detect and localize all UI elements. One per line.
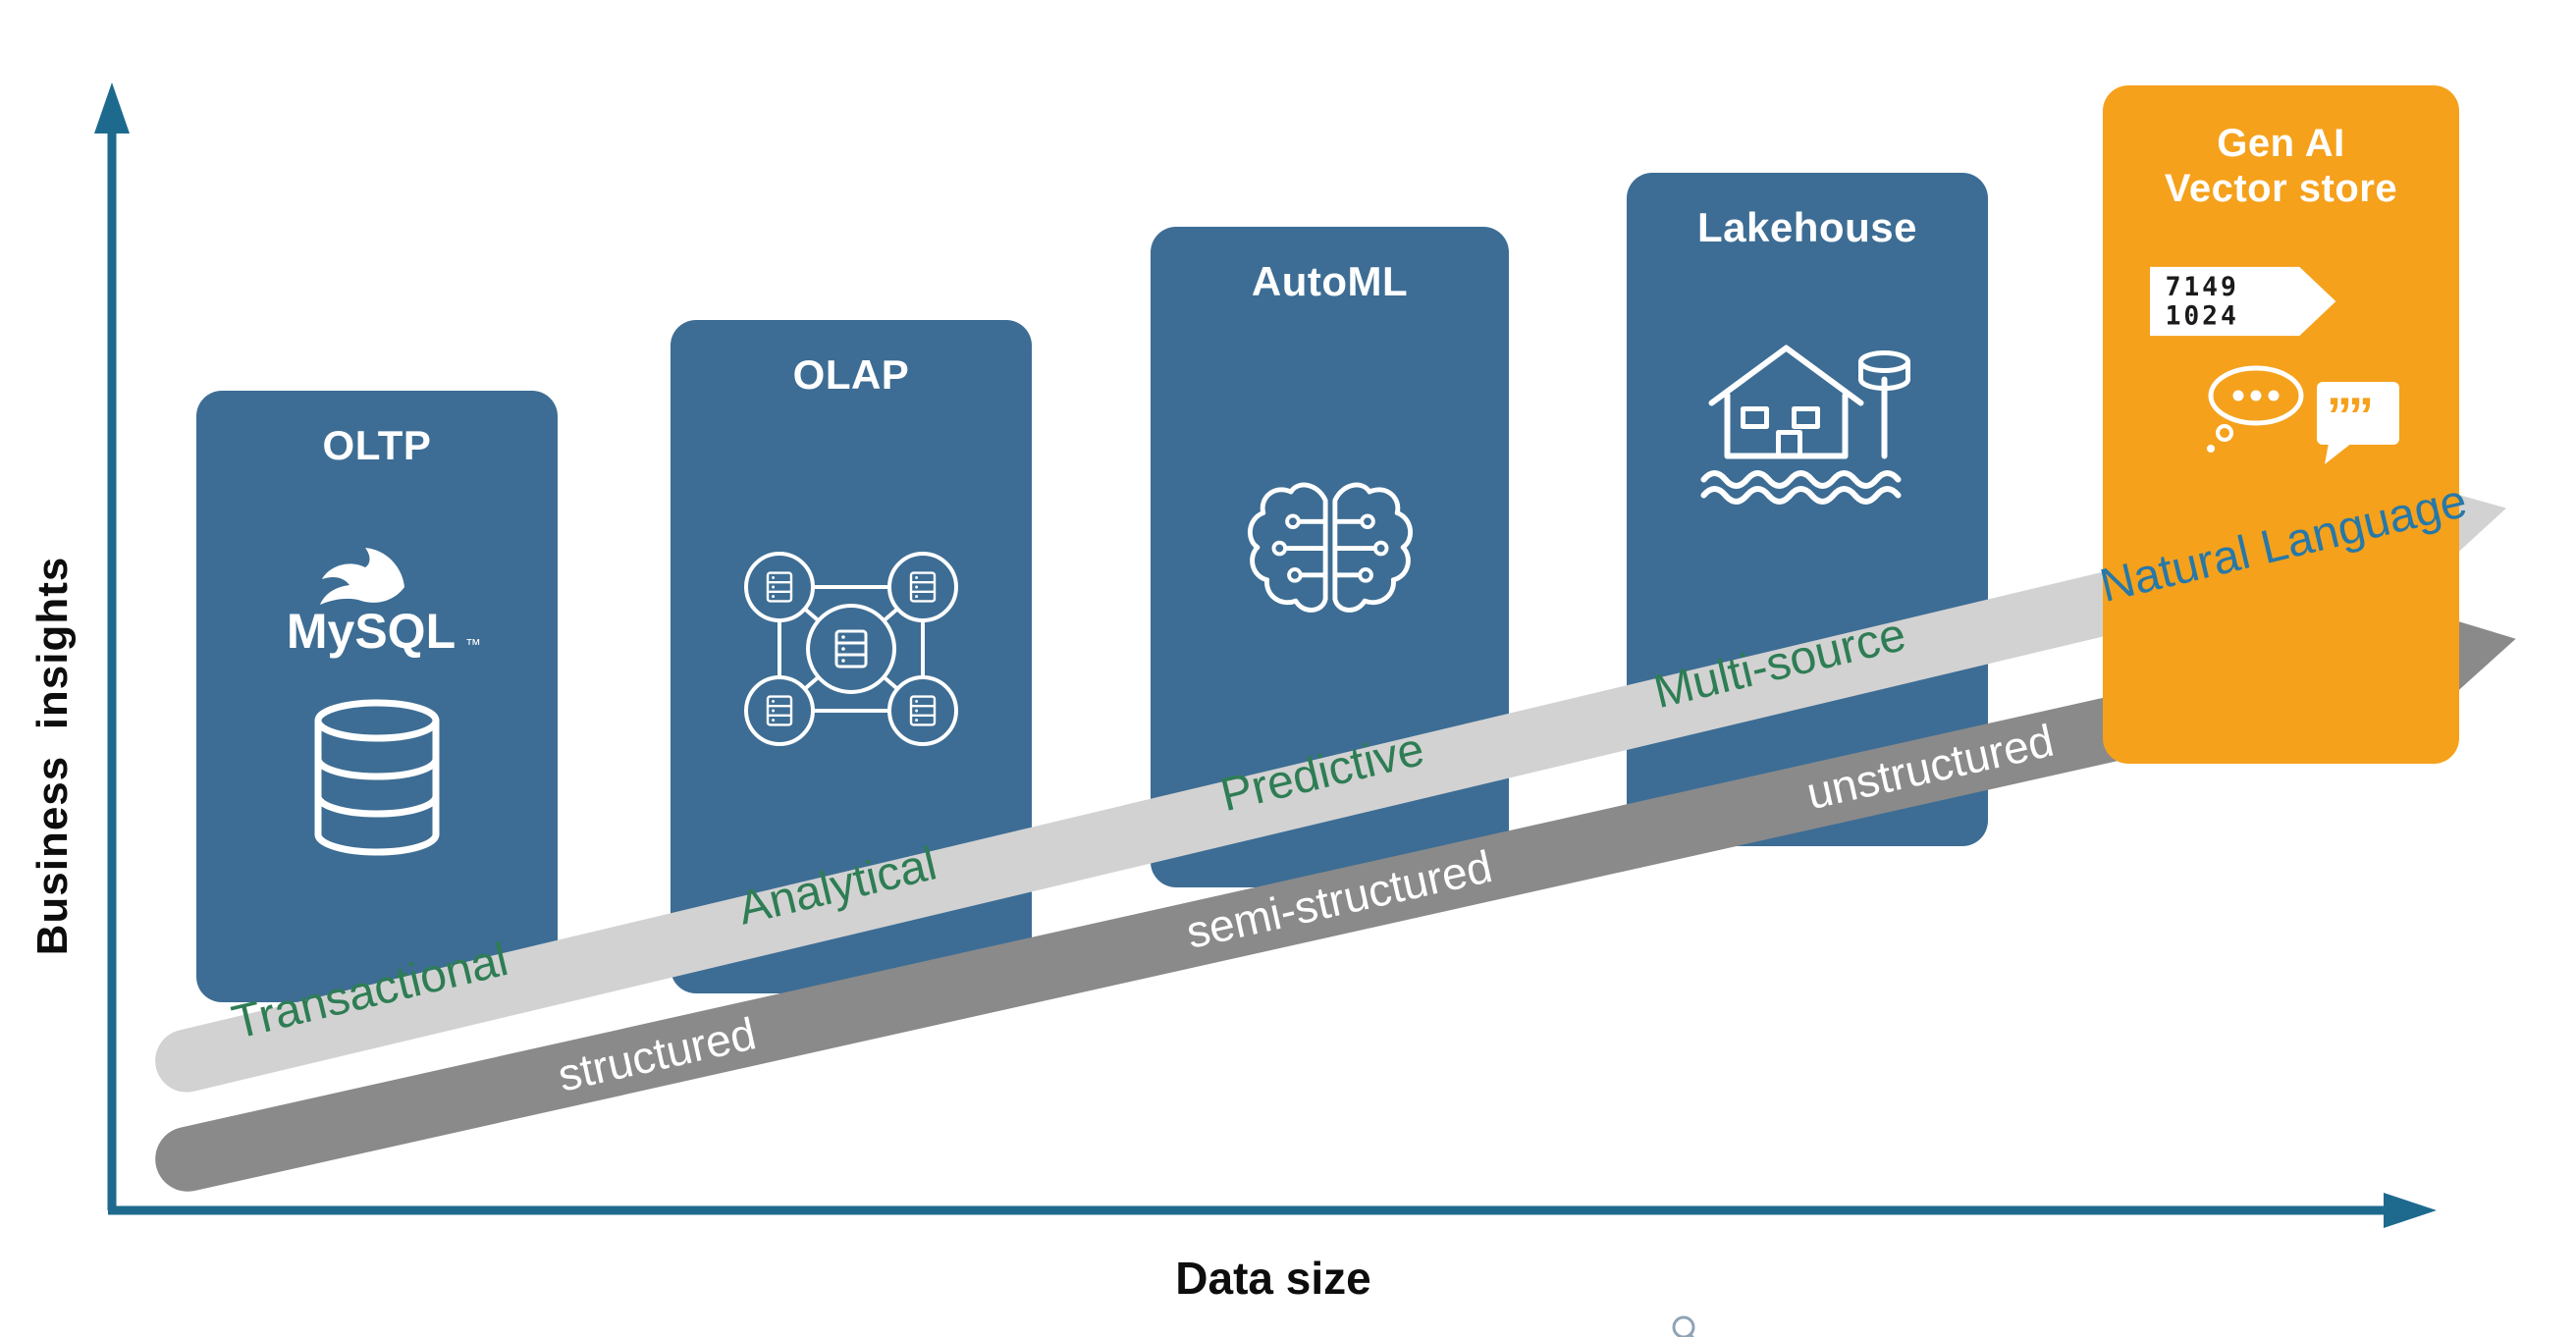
card-genai-title-line2: Vector store — [2164, 167, 2398, 210]
vector-tag-icon: 7149 1024 — [2150, 266, 2336, 337]
structure-label-structured: structured — [553, 1007, 761, 1101]
mysql-trademark: ™ — [465, 637, 481, 654]
y-axis — [94, 82, 130, 1210]
brain-circuit-icon — [1247, 482, 1413, 613]
card-oltp: OLTP MySQL ™ — [196, 391, 558, 1002]
card-genai-title-line1: Gen AI — [2217, 122, 2345, 165]
card-olap-title: OLAP — [792, 351, 910, 398]
server-cluster-icon — [744, 552, 958, 746]
quote-marks: ”” — [2327, 388, 2371, 445]
clipped-magnifier-icon — [1672, 1315, 1695, 1337]
card-oltp-title: OLTP — [322, 422, 432, 468]
vector-value-2: 1024 — [2166, 301, 2239, 331]
y-axis-label: Business insights — [28, 556, 77, 956]
card-lakehouse-title: Lakehouse — [1697, 204, 1917, 250]
database-cylinder-icon — [314, 699, 440, 856]
card-genai-vector-store: Gen AI Vector store 7149 1024 ”” — [2103, 85, 2459, 764]
card-genai-title: Gen AI Vector store — [2103, 85, 2459, 211]
chat-bubbles-icon: ”” — [2207, 365, 2399, 464]
lakehouse-icon — [1700, 345, 1910, 505]
vector-value-1: 7149 — [2166, 273, 2239, 302]
mysql-logo-icon: MySQL ™ — [287, 548, 481, 659]
x-axis-label: Data size — [1175, 1253, 1371, 1304]
x-axis — [108, 1193, 2437, 1228]
mysql-wordmark: MySQL — [287, 604, 456, 659]
card-automl-title: AutoML — [1251, 258, 1409, 304]
